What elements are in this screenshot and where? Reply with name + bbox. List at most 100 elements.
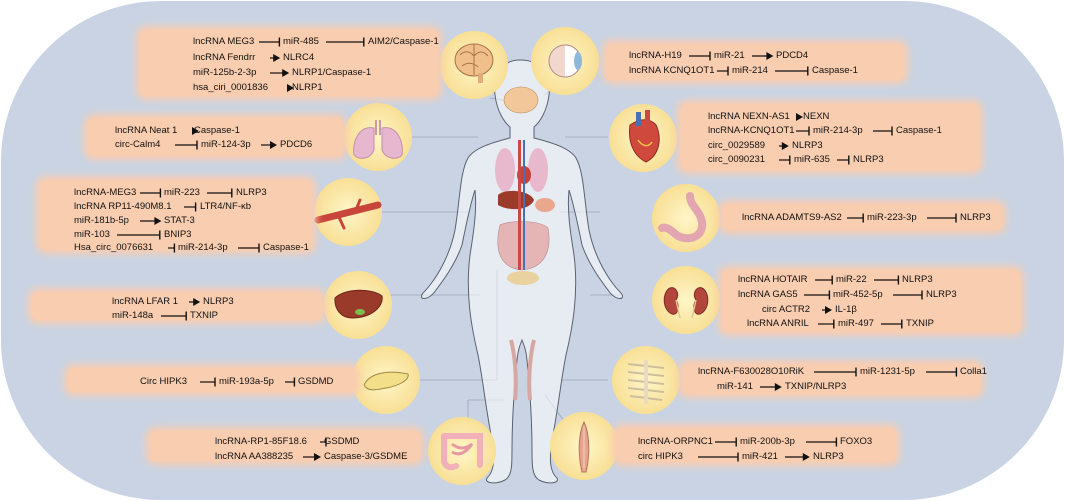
target-label: TXNIP — [190, 310, 218, 321]
target-label: NEXN — [803, 111, 830, 122]
target-label: NLRP3 — [902, 274, 933, 285]
regulator-label: lncRNA Neat 1 — [115, 125, 178, 136]
mirna-label: miR-214 — [732, 65, 768, 76]
target-label: AIM2/Caspase-1 — [368, 36, 439, 47]
regulator-label: Hsa_circ_0076631 — [74, 242, 154, 253]
inhibition-connector — [258, 37, 280, 47]
inhibition-connector — [818, 319, 835, 329]
target-label: BNIP3 — [164, 229, 192, 240]
target-label: NLRP3 — [960, 212, 991, 223]
regulator-label: lncRNA-MEG3 — [74, 187, 137, 198]
mirna-label: miR-452-5p — [833, 289, 883, 300]
regulator-label: lncRNA AA388235 — [215, 451, 294, 462]
target-label: Caspase-1 — [194, 125, 240, 136]
inhibition-connector — [238, 243, 260, 253]
target-label: GSDMD — [324, 436, 360, 447]
muscle-icon — [550, 412, 618, 480]
target-label: NLRP3 — [236, 187, 267, 198]
kidney-pathway-box — [722, 270, 1020, 332]
target-label: NLRP1/Caspase-1 — [292, 67, 372, 78]
mirna-label: miR-485 — [283, 36, 319, 47]
mirna-label: miR-21 — [714, 50, 745, 61]
regulator-label: Circ HIPK3 — [140, 376, 187, 387]
regulator-label: lncRNA HOTAIR — [738, 274, 808, 285]
regulator-label: hsa_ciri_0001836 — [193, 82, 269, 93]
mirna-label: miR-223-3p — [867, 212, 917, 223]
brain-pathway-box — [140, 30, 438, 96]
activation-arrow — [796, 113, 803, 121]
inhibition-connector — [200, 377, 216, 387]
inhibition-connector — [814, 275, 833, 285]
inhibition-connector — [689, 51, 711, 61]
vessel-pathway-box — [40, 180, 312, 250]
inhibition-connector — [284, 377, 295, 387]
inhibition-connector — [160, 311, 187, 321]
mirna-label: miR-193a-5p — [219, 376, 274, 387]
inhibition-connector — [326, 37, 365, 47]
pancreas-pathway-box — [68, 368, 356, 392]
inhibition-connector — [319, 437, 327, 447]
target-label: Colla1 — [960, 366, 987, 377]
activation-arrow — [261, 141, 277, 149]
inhibition-connector — [927, 213, 957, 223]
regulator-label: lncRNA ANRIL — [747, 318, 809, 329]
lung-icon — [344, 103, 412, 171]
inhibition-connector — [893, 290, 923, 300]
activation-arrow — [188, 298, 200, 306]
body-organs — [495, 86, 555, 401]
target-label: PDCD4 — [776, 50, 809, 61]
target-label: TXNIP — [906, 318, 934, 329]
inhibition-connector — [139, 188, 161, 198]
mirna-label: miR-421 — [742, 451, 778, 462]
inhibition-connector — [805, 437, 837, 447]
blood-vessel-icon — [314, 178, 382, 246]
regulator-label: lncRNA NEXN-AS1 — [708, 111, 790, 122]
target-label: PDCD6 — [280, 139, 313, 150]
pancreas-icon — [352, 346, 420, 414]
inhibition-connector — [881, 319, 903, 329]
target-label: Caspase-1 — [263, 242, 309, 253]
inhibition-connector — [714, 437, 737, 447]
inhibition-connector — [814, 367, 857, 377]
inhibition-connector — [184, 202, 197, 212]
activation-arrow — [286, 84, 294, 92]
mirna-label: miR-200b-3p — [740, 436, 795, 447]
regulator-label: lncRNA GAS5 — [738, 289, 798, 300]
inhibition-connector — [717, 66, 729, 76]
activation-arrow — [269, 69, 289, 77]
inhibition-connector — [207, 188, 233, 198]
heart-pathway-box — [681, 104, 979, 170]
mirna-label: miR-497 — [838, 318, 874, 329]
eye-icon — [531, 27, 599, 95]
target-label: LTR4/NF-κb — [200, 201, 252, 212]
inhibition-connector — [175, 140, 198, 150]
kidney-icon — [652, 266, 720, 334]
spine-pathway-box — [682, 364, 980, 394]
target-label: STAT-3 — [164, 215, 195, 226]
lung-pathway-box — [88, 118, 343, 156]
regulator-label: lncRNA LFAR 1 — [112, 296, 178, 307]
activation-arrow — [785, 453, 810, 461]
regulator-label: lncRNA-ORPNC1 — [638, 436, 713, 447]
inhibition-connector — [837, 155, 850, 165]
target-label: Caspase-1 — [896, 125, 942, 136]
inhibition-connector — [167, 243, 175, 253]
brain-icon — [440, 31, 508, 99]
mirna-label: miR-1231-5p — [860, 366, 915, 377]
inhibition-connector — [873, 126, 893, 136]
activation-arrow — [822, 306, 832, 314]
inhibition-connector — [775, 66, 809, 76]
intestine-icon — [428, 417, 496, 485]
mirna-label: miR-214-3p — [813, 125, 863, 136]
regulator-label: lncRNA-RP1-85F18.6 — [215, 436, 307, 447]
spine-icon — [612, 346, 680, 414]
target-label: NLRP3 — [792, 140, 823, 151]
mirna-label: miR-214-3p — [178, 242, 228, 253]
regulator-label: lncRNA MEG3 — [193, 36, 255, 47]
regulator-label: circ_0029589 — [708, 140, 766, 151]
target-label: NLRP3 — [926, 289, 957, 300]
regulator-label: lncRNA KCNQ1OT1 — [629, 65, 715, 76]
target-label: NLRP1 — [292, 82, 323, 93]
regulator-label: lncRNA-KCNQ1OT1 — [708, 125, 795, 136]
